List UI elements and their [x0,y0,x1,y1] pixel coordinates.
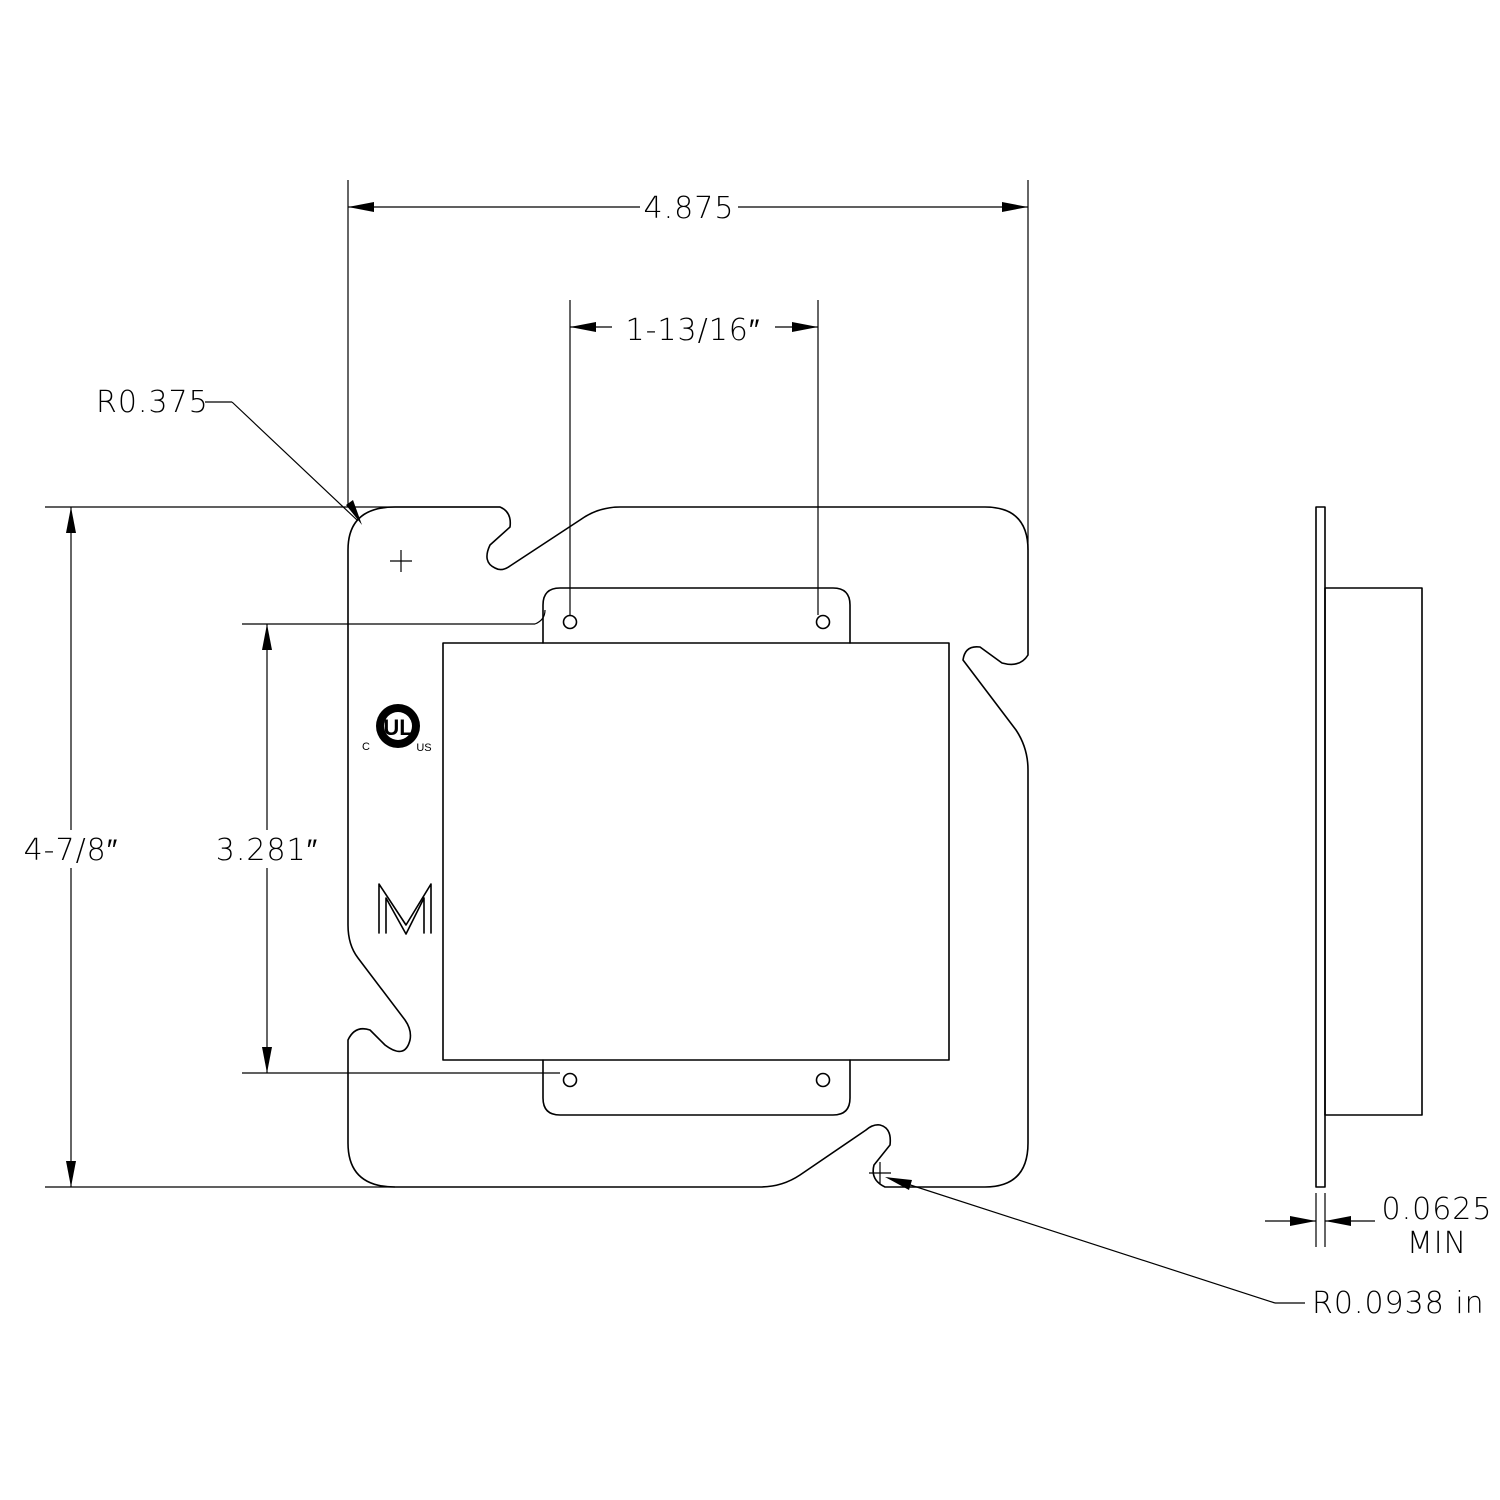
dim-hole-spacing-label: 1-13/16″ [626,313,761,348]
ul-c-text: C [362,741,370,753]
ul-us-text: US [416,742,431,754]
manufacturer-logo [378,883,432,935]
side-view-ring [1324,587,1423,1116]
dim-overall-width: 4.875 [347,180,1029,550]
center-mark-top-left [390,550,412,572]
dim-hole-vertical: 3.281″ [216,609,560,1074]
side-view-plate [1315,506,1326,1188]
dim-thickness: 0.0625 MIN [1265,1192,1493,1261]
dim-overall-width-label: 4.875 [644,191,735,226]
dim-thickness-note: MIN [1407,1226,1467,1261]
dim-slot-radius-label: R0.0938 in [1312,1286,1485,1321]
plate-outline [347,506,1029,1188]
ul-mark-text: UL [383,715,412,740]
mounting-hole-top-left [562,614,578,630]
dim-thickness-value: 0.0625 [1382,1192,1493,1227]
leader-corner-radius: R0.375 [96,385,362,525]
top-mounting-tab [542,587,851,644]
dim-corner-radius-label: R0.375 [96,385,209,420]
center-mark-bottom-right [869,1162,891,1184]
mounting-hole-bottom-right [815,1072,831,1088]
dim-hole-vertical-label: 3.281″ [216,833,319,868]
mounting-hole-top-right [815,614,831,630]
ul-listing-logo: UL C US [362,704,432,754]
mounting-hole-bottom-left [562,1072,578,1088]
dim-hole-spacing: 1-13/16″ [569,300,819,615]
center-opening [442,642,950,1061]
dim-overall-height: 4-7/8″ [24,506,500,1188]
leader-slot-radius: R0.0938 in [885,1177,1485,1321]
bottom-mounting-tab [542,1059,851,1116]
dim-overall-height-label: 4-7/8″ [24,833,119,868]
side-view [1315,506,1423,1188]
